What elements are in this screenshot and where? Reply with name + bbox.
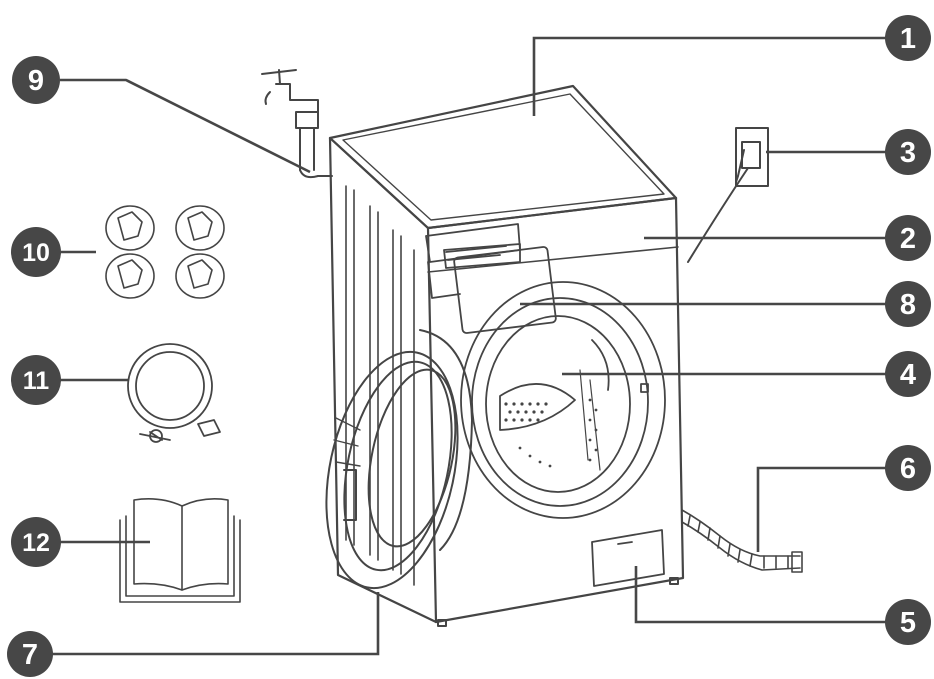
svg-text:6: 6 <box>900 453 916 485</box>
leader-5 <box>634 566 886 624</box>
svg-text:3: 3 <box>900 137 916 169</box>
control-panel-line <box>427 246 679 273</box>
front-foot-right <box>669 577 679 585</box>
filter-cover <box>591 529 665 587</box>
leader-9 <box>60 78 311 174</box>
svg-text:7: 7 <box>22 639 38 671</box>
svg-text:11: 11 <box>23 367 50 395</box>
callout-1: 1 <box>885 15 931 61</box>
svg-text:10: 10 <box>22 239 50 267</box>
svg-text:12: 12 <box>22 529 50 557</box>
drum-perforations <box>504 398 598 468</box>
detergent-drawer <box>425 223 557 334</box>
svg-text:8: 8 <box>900 289 916 321</box>
leader-lines <box>48 36 886 656</box>
callout-12: 12 <box>11 517 61 567</box>
svg-text:9: 9 <box>28 65 44 97</box>
leader-1 <box>532 36 886 116</box>
leader-6 <box>756 466 886 552</box>
power-outlet <box>687 127 769 263</box>
water-tap <box>261 69 333 179</box>
callout-10: 10 <box>11 227 61 277</box>
callout-11: 11 <box>11 355 61 405</box>
user-manual <box>119 498 241 603</box>
callout-6: 6 <box>885 445 931 491</box>
front-foot-left <box>437 619 447 627</box>
svg-text:5: 5 <box>900 607 916 639</box>
leader-7 <box>48 592 380 656</box>
washing-machine <box>325 84 685 627</box>
callout-9: 9 <box>12 56 60 104</box>
open-door <box>325 329 473 590</box>
transport-caps <box>105 205 225 299</box>
svg-text:2: 2 <box>900 223 916 255</box>
callout-badges: 1 2 3 4 5 6 7 8 9 10 11 12 <box>7 15 931 677</box>
callout-4: 4 <box>885 351 931 397</box>
callout-3: 3 <box>885 129 931 175</box>
side-ribs <box>345 185 415 586</box>
callout-5: 5 <box>885 599 931 645</box>
inlet-hose-coil <box>127 343 221 443</box>
svg-text:4: 4 <box>900 359 916 391</box>
callout-2: 2 <box>885 215 931 261</box>
machine-front-panel <box>426 196 685 624</box>
callout-8: 8 <box>885 281 931 327</box>
svg-text:1: 1 <box>900 23 916 55</box>
callout-7: 7 <box>7 631 53 677</box>
drain-hose <box>681 509 803 573</box>
drum-opening <box>460 281 666 519</box>
machine-top-panel <box>328 84 678 230</box>
